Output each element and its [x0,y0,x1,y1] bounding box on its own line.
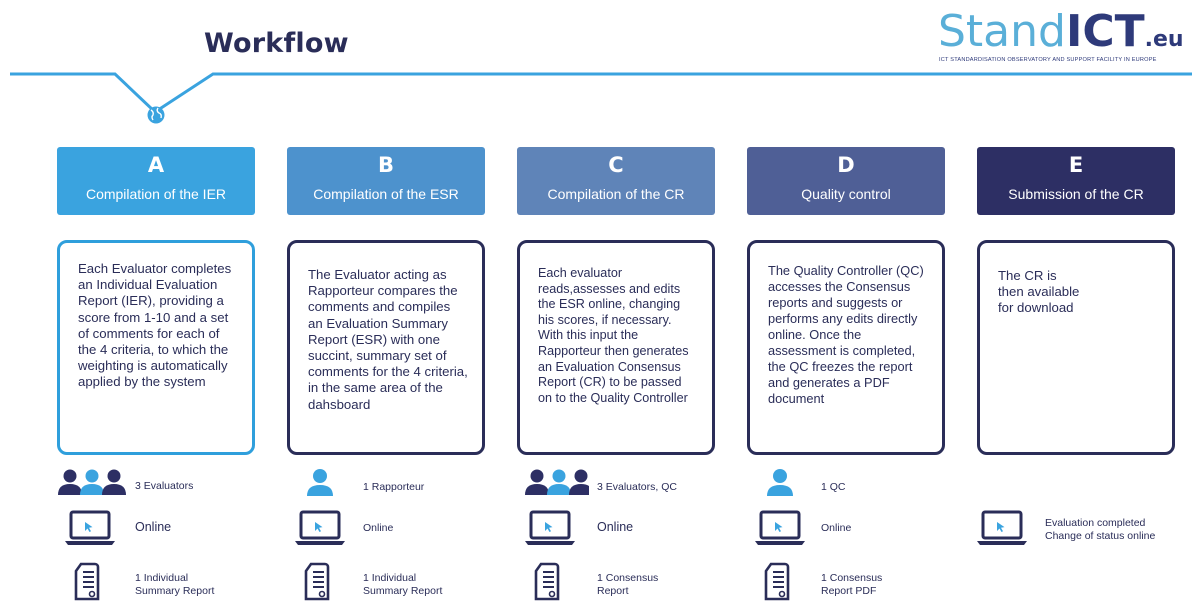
step-title: Submission of the CR [1008,186,1144,202]
output-line-1: 1 Individual [363,572,417,584]
step-e: E Submission of the CR The CR is then av… [977,147,1175,545]
step-e-header: E Submission of the CR [977,147,1175,215]
laptop-icon [755,510,805,545]
laptop-icon [65,510,115,545]
globe-icon [147,106,165,124]
output-line-2: Report PDF [821,584,877,597]
step-description: Each evaluator reads,assesses and edits … [538,266,689,405]
output-line-2: Report [597,584,629,597]
step-d-header: D Quality control [747,147,945,215]
people-row: 3 Evaluators [57,468,277,508]
output-line-1: 1 Consensus [597,572,659,584]
mode-label: Evaluation completed Change of status on… [1045,517,1155,542]
output-line-1: 1 Individual [135,572,189,584]
output-line-2: Summary Report [135,584,215,597]
document-icon [304,562,330,601]
output-row: 1 Consensus Report [517,562,737,601]
mode-label: Online [597,520,634,534]
step-description-box: Each Evaluator completes an Individual E… [57,240,255,455]
logo-part-eu: .eu [1144,27,1184,52]
logo-part-stand: Stand [938,6,1066,57]
step-letter: A [147,153,165,177]
mode-line-1: Evaluation completed [1045,517,1146,529]
logo-subtitle: ICT STANDARDISATION OBSERVATORY AND SUPP… [939,57,1157,63]
output-row: 1 Individual Summary Report [57,562,277,601]
step-description-box: Each evaluator reads,assesses and edits … [517,240,715,455]
people-label: 1 Rapporteur [363,481,425,493]
output-line-2: Summary Report [363,584,443,597]
mode-label: Online [821,522,852,534]
header-divider [10,72,1192,124]
step-title: Compilation of the CR [547,186,685,202]
step-d: D Quality control The Quality Controller… [747,147,945,601]
logo-wordmark: StandICT.eu [938,6,1184,66]
laptop-icon [525,510,575,545]
output-row: 1 Individual Summary Report [287,562,507,601]
step-b: B Compilation of the ESR The Evaluator a… [287,147,485,601]
document-icon [764,562,790,601]
people-label: 1 QC [821,481,846,493]
step-a-header: A Compilation of the IER [57,147,255,215]
document-icon [534,562,560,601]
output-line-1: 1 Consensus [821,572,883,584]
step-c: C Compilation of the CR Each evaluator r… [517,147,715,601]
output-label: 1 Individual Summary Report [363,572,442,597]
step-description: The Evaluator acting as Rapporteur compa… [308,267,468,412]
logo-part-ict: ICT [1065,6,1145,57]
step-description-box: The CR is then available for download [977,240,1175,455]
people-row: 3 Evaluators, QC [517,468,737,508]
step-letter: E [1068,153,1084,177]
output-label: 1 Consensus Report [597,572,658,597]
people-label: 3 Evaluators [135,480,194,492]
mode-label: Online [363,522,394,534]
laptop-icon [977,510,1027,545]
mode-row: Online [517,509,737,549]
output-label: 1 Individual Summary Report [135,572,214,597]
person-icon [767,469,793,496]
group-icon [58,469,126,495]
step-title: Compilation of the ESR [313,186,459,202]
people-row: 1 QC [747,468,967,508]
step-letter: B [377,153,394,177]
page-title: Workflow [204,28,349,59]
step-letter: D [837,153,855,177]
standict-logo: StandICT.eu ICT STANDARDISATION OBSERVAT… [938,6,1184,66]
mode-row: Online [747,509,967,549]
mode-row: Evaluation completed Change of status on… [977,509,1187,549]
mode-label: Online [135,520,172,534]
laptop-icon [295,510,345,545]
step-description-box: The Evaluator acting as Rapporteur compa… [287,240,485,455]
step-letter: C [608,153,624,177]
people-row: 1 Rapporteur [287,468,507,508]
step-title: Quality control [801,186,891,202]
step-b-header: B Compilation of the ESR [287,147,485,215]
step-description-box: The Quality Controller (QC) accesses the… [747,240,945,455]
mode-line-2: Change of status online [1045,529,1156,542]
output-row: 1 Consensus Report PDF [747,562,967,601]
document-icon [74,562,100,601]
step-a: A Compilation of the IER Each Evaluator … [57,147,255,601]
step-c-header: C Compilation of the CR [517,147,715,215]
step-description: The CR is then available for download [998,268,1080,316]
people-label: 3 Evaluators, QC [597,481,677,493]
mode-row: Online [287,509,507,549]
output-label: 1 Consensus Report PDF [821,572,882,597]
person-icon [307,469,333,496]
mode-row: Online [57,509,277,549]
step-title: Compilation of the IER [85,186,227,202]
step-description: Each Evaluator completes an Individual E… [78,261,232,390]
group-icon [525,469,589,495]
step-description: The Quality Controller (QC) accesses the… [768,263,924,406]
